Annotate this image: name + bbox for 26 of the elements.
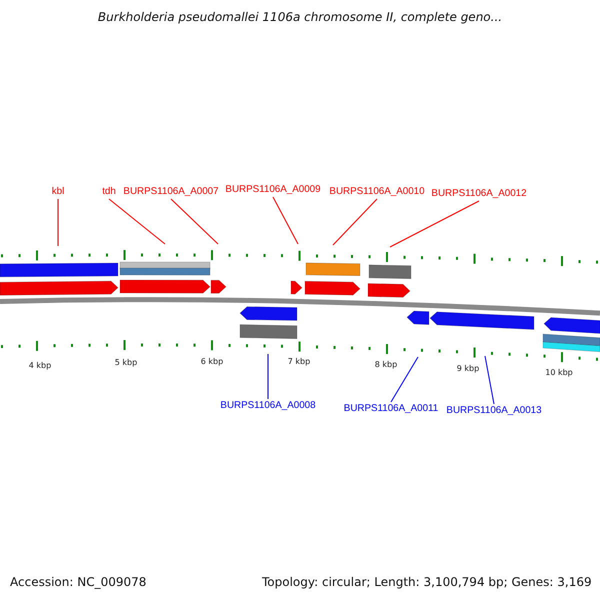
gene-label: BURPS1106A_A0013: [446, 404, 542, 418]
gene-label: BURPS1106A_A0010: [329, 185, 425, 199]
scale-label: 8 kbp: [374, 360, 398, 370]
gene-label: BURPS1106A_A0009: [225, 183, 321, 197]
leader-line: [484, 356, 494, 404]
gene-label: kbl: [52, 185, 64, 199]
gene-label: BURPS1106A_A0008: [220, 399, 316, 413]
leader-line: [390, 200, 480, 248]
leader-line: [272, 196, 298, 244]
leader-line: [332, 198, 378, 246]
info-text: Topology: circular; Length: 3,100,794 bp; Genes: 3,169: [262, 574, 592, 590]
gene-label: BURPS1106A_A0011: [344, 402, 438, 416]
title: Burkholderia pseudomallei 1106a chromosome II, complete geno...: [96, 10, 504, 24]
scale-label: 5 kbp: [114, 358, 138, 368]
scale-label: 4 kbp: [28, 361, 52, 371]
scale-label: 7 kbp: [288, 357, 310, 367]
gene-label: BURPS1106A_A0012: [431, 187, 527, 201]
info-text: Accession: NC_009078: [10, 574, 146, 590]
scale-label: 9 kbp: [456, 364, 480, 374]
scale-label: 6 kbp: [200, 357, 224, 367]
leader-line: [170, 198, 218, 244]
gene-label: tdh: [102, 185, 116, 199]
leader-line: [108, 198, 166, 244]
leader-line: [390, 356, 418, 402]
scale-label: 10 kbp: [545, 368, 573, 378]
gene-label: BURPS1106A_A0007: [123, 185, 219, 199]
